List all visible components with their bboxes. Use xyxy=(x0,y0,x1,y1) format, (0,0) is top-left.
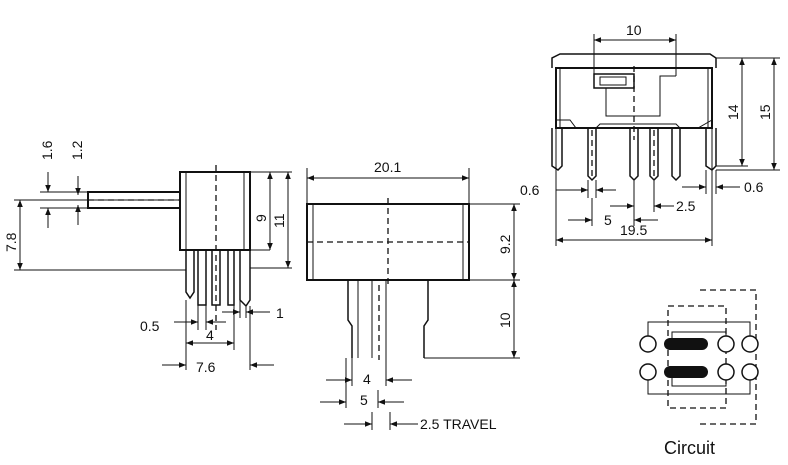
dim-4: 4 xyxy=(206,327,214,343)
circuit-terminal xyxy=(639,335,657,353)
top-leg xyxy=(705,128,717,171)
circuit-terminal xyxy=(741,335,759,353)
dim-20-1: 20.1 xyxy=(374,159,401,175)
dim-0-6-left: 0.6 xyxy=(520,182,540,198)
top-view: 10 14 15 0.6 5 2.5 0.6 xyxy=(520,22,780,246)
circuit-diagram: Circuit xyxy=(639,289,759,458)
side-body xyxy=(179,171,251,251)
dim-7-8: 7.8 xyxy=(3,232,19,252)
dim-2-5-top: 2.5 xyxy=(676,198,696,214)
dim-10-front: 10 xyxy=(497,312,513,328)
front-actuator xyxy=(347,280,429,358)
circuit-label: Circuit xyxy=(664,438,715,458)
circuit-contact-bar xyxy=(664,338,708,350)
dim-14: 14 xyxy=(725,104,741,120)
dim-0-6-right: 0.6 xyxy=(744,179,764,195)
dim-9-2: 9.2 xyxy=(497,234,513,254)
dim-15: 15 xyxy=(757,104,773,120)
circuit-terminal xyxy=(639,363,657,381)
dim-4-front: 4 xyxy=(363,371,371,387)
circuit-terminal xyxy=(717,363,735,381)
side-pin xyxy=(197,250,207,306)
side-pin xyxy=(227,250,235,306)
circuit-terminal xyxy=(717,335,735,353)
circuit-contact-bar xyxy=(664,366,708,378)
dim-0-5: 0.5 xyxy=(140,318,160,334)
dim-5-front: 5 xyxy=(360,392,368,408)
dim-1-2: 1.2 xyxy=(69,140,85,160)
side-pin xyxy=(185,250,195,300)
front-view: 20.1 9.2 10 4 5 2.5 TRAVEL xyxy=(306,159,520,432)
dim-travel: 2.5 TRAVEL xyxy=(420,416,497,432)
side-pin xyxy=(239,250,251,308)
side-view: 1.6 1.2 7.8 9 11 0.5 4 7.6 xyxy=(3,140,292,375)
top-leg xyxy=(551,128,563,171)
dim-7-6: 7.6 xyxy=(196,359,216,375)
dim-9: 9 xyxy=(253,214,269,222)
dim-5-top: 5 xyxy=(604,212,612,228)
dim-10-top: 10 xyxy=(626,22,642,38)
circuit-terminal xyxy=(741,363,759,381)
dim-19-5: 19.5 xyxy=(620,222,647,238)
dim-1: 1 xyxy=(276,305,284,321)
side-pin xyxy=(211,250,221,306)
dim-1-6: 1.6 xyxy=(39,140,55,160)
dim-11: 11 xyxy=(271,213,287,228)
